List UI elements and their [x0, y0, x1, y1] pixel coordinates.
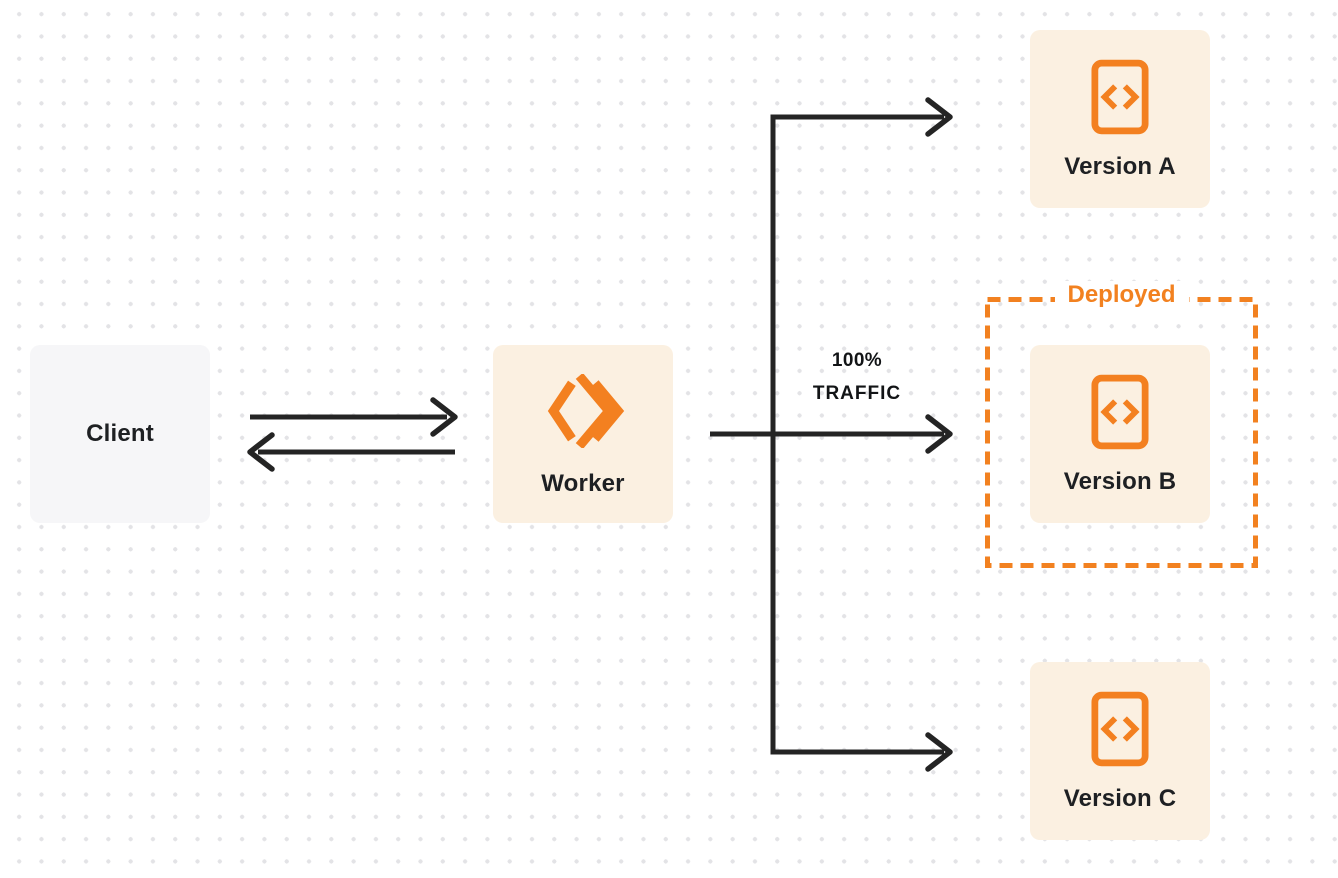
- worker-to-client-arrow: [247, 432, 455, 472]
- client-to-worker-arrow: [250, 397, 458, 437]
- node-client: Client: [30, 345, 210, 523]
- version-a-label: Version A: [1064, 153, 1176, 180]
- arrow-to-version-a: [925, 97, 953, 137]
- traffic-annotation: 100% TRAFFIC: [779, 351, 935, 403]
- branch-line: [770, 114, 944, 755]
- worker-label: Worker: [541, 470, 625, 497]
- code-file-icon: [1091, 691, 1149, 767]
- node-version-a: Version A: [1030, 30, 1210, 208]
- traffic-word-label: TRAFFIC: [812, 383, 902, 404]
- code-file-icon: [1091, 374, 1149, 450]
- traffic-percent-label: 100%: [831, 350, 883, 371]
- version-b-label: Version B: [1063, 468, 1177, 495]
- node-worker: Worker: [493, 345, 673, 523]
- deployed-boundary: Deployed: [985, 281, 1258, 568]
- client-label: Client: [86, 420, 154, 447]
- workers-logo-icon: [541, 374, 625, 448]
- node-version-c: Version C: [1030, 662, 1210, 840]
- version-c-label: Version C: [1063, 785, 1177, 812]
- node-version-b: Version B: [1030, 345, 1210, 523]
- code-file-icon: [1091, 59, 1149, 135]
- deployed-label: Deployed: [1054, 281, 1189, 309]
- traffic-arrow-to-version-b: [710, 414, 953, 454]
- arrow-to-version-c: [925, 732, 953, 772]
